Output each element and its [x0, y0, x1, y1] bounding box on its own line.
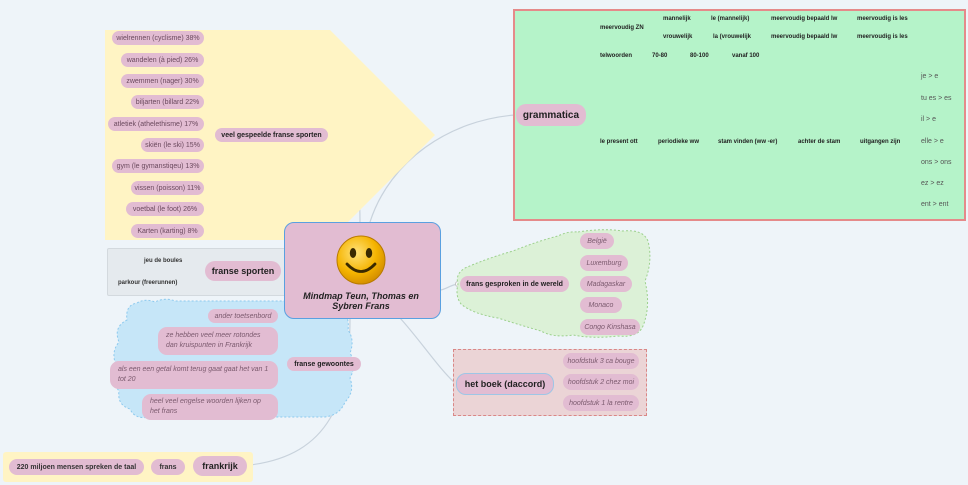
grammatica-stam[interactable]: stam vinden (ww -er) [718, 139, 778, 145]
grammatica-present[interactable]: le present ott [600, 139, 638, 145]
grammatica-la[interactable]: la (vrouwelijk [713, 34, 752, 40]
sport-parkour[interactable]: parkour (freerunnen) [118, 280, 178, 286]
center-title: Mindmap Teun, Thomas en Sybren Frans [303, 291, 419, 311]
grammatica-group [513, 9, 966, 221]
boek-node[interactable]: het boek (daccord) [456, 373, 554, 395]
grammatica-meervoudig[interactable]: meervoudig ZN [600, 25, 644, 31]
sport-jeu-de-boules[interactable]: jeu de boules [144, 258, 183, 264]
wereld-item[interactable]: Luxemburg [580, 255, 628, 271]
grammatica-80-100[interactable]: 80-100 [690, 53, 709, 59]
wereld-item[interactable]: Madagaskar [580, 276, 632, 292]
grammatica-70-80[interactable]: 70-80 [652, 53, 668, 59]
wereld-item[interactable]: Congo Kinshasa [580, 319, 640, 335]
sport-item[interactable]: wandelen (à pied) 26% [121, 53, 204, 67]
wereld-item[interactable]: België [580, 233, 614, 249]
sport-item[interactable]: biljarten (billard 22% [131, 95, 204, 109]
sport-item[interactable]: voetbal (le foot) 26% [126, 202, 204, 216]
grammatica-bepaald-2[interactable]: meervoudig bepaald lw [771, 34, 838, 40]
sports-node[interactable]: veel gespeelde franse sporten [215, 128, 328, 142]
grammatica-achter[interactable]: achter de stam [798, 139, 841, 145]
gewoonte-item[interactable]: ander toetsenbord [208, 309, 278, 323]
boek-item[interactable]: hoofdstuk 3 ca bouge [563, 353, 639, 369]
grammatica-les-1[interactable]: meervoudig is les [857, 16, 908, 22]
sport-item[interactable]: wielrennen (cyclisme) 38% [112, 31, 204, 45]
boek-item[interactable]: hoofdstuk 2 chez moi [563, 374, 639, 390]
grammatica-node[interactable]: grammatica [516, 104, 586, 126]
pronoun-item[interactable]: tu es > es [921, 95, 952, 102]
boek-item[interactable]: hoofdstuk 1 la rentre [563, 395, 639, 411]
grammatica-uitgangen[interactable]: uitgangen zijn [860, 139, 901, 145]
pronoun-item[interactable]: il > e [921, 116, 936, 123]
sport-item[interactable]: skiën (le ski) 15% [141, 138, 204, 152]
grammatica-periodieke[interactable]: periodieke ww [658, 139, 700, 145]
grammatica-mannelijk[interactable]: mannelijk [663, 16, 691, 22]
sport-item[interactable]: Karten (karting) 8% [131, 224, 204, 238]
grammatica-telwoorden[interactable]: telwoorden [600, 53, 633, 59]
frankrijk-node[interactable]: frankrijk [193, 456, 247, 476]
grammatica-vanaf-100[interactable]: vanaf 100 [732, 53, 760, 59]
sport-item[interactable]: gym (le gymanstiqeu) 13% [112, 159, 204, 173]
smiley-icon [336, 235, 386, 285]
wereld-node[interactable]: frans gesproken in de wereld [460, 276, 569, 292]
pronoun-item[interactable]: ons > ons [921, 159, 952, 166]
pronoun-item[interactable]: je > e [921, 73, 939, 80]
sport-item[interactable]: atletiek (athelethisme) 17% [108, 117, 204, 131]
gewoontes-node[interactable]: franse gewoontes [287, 357, 361, 371]
sport-item[interactable]: vissen (poisson) 11% [131, 181, 204, 195]
pronoun-item[interactable]: elle > e [921, 138, 944, 145]
sport-item[interactable]: zwemmen (nager) 30% [121, 74, 204, 88]
grammatica-vrouwelijk[interactable]: vrouwelijk [663, 34, 693, 40]
grammatica-les-2[interactable]: meervoudig is les [857, 34, 908, 40]
frankrijk-item[interactable]: frans [151, 459, 185, 475]
pronoun-item[interactable]: ent > ent [921, 201, 949, 208]
grammatica-bepaald-1[interactable]: meervoudig bepaald lw [771, 16, 838, 22]
franse-sporten-node[interactable]: franse sporten [205, 261, 281, 281]
pronoun-item[interactable]: ez > ez [921, 180, 944, 187]
gewoonte-item[interactable]: heel veel engelse woorden lijken op het … [142, 394, 278, 420]
grammatica-le[interactable]: le (mannelijk) [711, 16, 750, 22]
gewoonte-item[interactable]: als een een getal komt terug gaat gaat h… [110, 361, 278, 389]
frankrijk-item[interactable]: 220 miljoen mensen spreken de taal [9, 459, 144, 475]
wereld-item[interactable]: Monaco [580, 297, 622, 313]
gewoonte-item[interactable]: ze hebben veel meer rotondes dan kruispu… [158, 327, 278, 355]
